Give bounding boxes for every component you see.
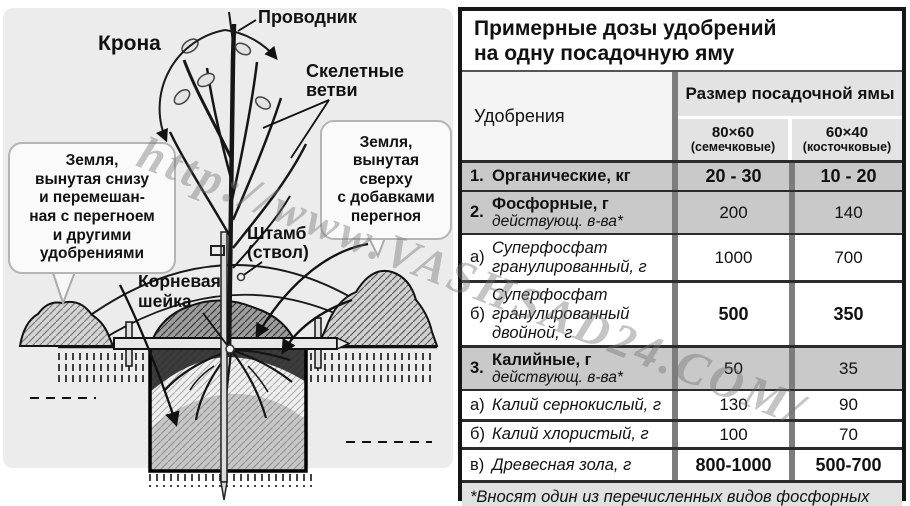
row-label: Фосфорные, г xyxy=(492,194,609,213)
value-60x40: 10 - 20 xyxy=(789,163,902,191)
crown-label: Крона xyxy=(98,32,161,55)
leader-label: Проводник xyxy=(258,7,357,27)
pit-size-b: 60×40 xyxy=(825,123,869,141)
column-header-80x60: 80×60 (семечковые) xyxy=(678,119,788,161)
label-leader-lines xyxy=(202,19,330,346)
root-collar-dot xyxy=(225,344,235,354)
value-80x60: 1000 xyxy=(672,235,789,281)
row-prefix: 1. xyxy=(470,167,484,186)
table-row-wood-ash: в) Древесная зола, г 800-1000 500-700 xyxy=(462,447,902,481)
table-row-potassium-chloride: б) Калий хлористый, г 100 70 xyxy=(462,419,902,448)
value-60x40: 700 xyxy=(789,235,902,281)
value-80x60: 20 - 30 xyxy=(672,163,789,191)
row-prefix: а) xyxy=(470,248,485,267)
trunk-label: Штамб (ствол) xyxy=(247,223,309,262)
value-60x40: 70 xyxy=(789,422,902,448)
value-80x60: 500 xyxy=(672,283,789,346)
pit-kind-b: (косточковые) xyxy=(802,140,892,155)
right-soil-mound xyxy=(316,270,439,347)
value-60x40: 350 xyxy=(789,283,902,346)
table-row-organic: 1. Органические, кг 20 - 30 10 - 20 xyxy=(462,160,902,191)
table-row-potassium-sulfate: а) Калий сернокислый, г 130 90 xyxy=(462,389,902,420)
pit-size-subheaders: 80×60 (семечковые) 60×40 (косточковые) xyxy=(678,119,902,161)
planting-diagram-drawing xyxy=(18,11,439,501)
value-80x60: 130 xyxy=(672,391,789,420)
crown-arc xyxy=(155,29,278,143)
row-label: Суперфосфат гранулированный двойной, г xyxy=(492,286,630,342)
row-prefix: 2. xyxy=(470,203,484,222)
row-label: Древесная зола, г xyxy=(492,455,632,474)
trunk-marker-dot xyxy=(236,272,246,282)
value-60x40: 140 xyxy=(789,192,902,234)
value-60x40: 35 xyxy=(789,348,902,390)
root-collar-label: Корневая шейка xyxy=(138,271,221,312)
planting-pit xyxy=(148,347,308,473)
row-prefix: в) xyxy=(470,455,485,474)
table-header: Удобрения Размер посадочной ямы 80×60 (с… xyxy=(462,70,902,161)
row-prefix: б) xyxy=(470,304,485,323)
column-header-pit-size: Размер посадочной ямы xyxy=(678,72,902,117)
row-label: Калий хлористый, г xyxy=(492,425,649,444)
pit-size-header-group: Размер посадочной ямы 80×60 (семечковые)… xyxy=(672,72,902,161)
fertilizer-table-panel: Примерные дозы удобрений на одну посадоч… xyxy=(458,7,906,506)
support-stake xyxy=(210,231,228,501)
row-label: Калийные, г xyxy=(492,350,592,369)
table-row-superphosphate: а) Суперфосфат гранулированный, г 1000 70… xyxy=(462,233,902,281)
value-60x40: 500-700 xyxy=(789,450,902,481)
soil-arrows xyxy=(118,242,369,427)
row-prefix: 3. xyxy=(470,359,484,378)
skeletal-branches-label: Скелетные ветви xyxy=(306,61,405,101)
pit-size-a: 80×60 xyxy=(711,123,755,141)
value-80x60: 200 xyxy=(672,192,789,234)
row-label: Суперфосфат гранулированный, г xyxy=(492,239,647,276)
row-prefix: б) xyxy=(470,425,485,444)
table-row-double-superphosphate: б) Суперфосфат гранулированный двойной, г… xyxy=(462,280,902,346)
row-prefix: а) xyxy=(470,395,485,414)
soil-from-below-bubble: Земля, вынутая снизу и перемешан- ная с … xyxy=(8,142,176,274)
row-label: Калий сернокислый, г xyxy=(492,395,661,414)
column-header-fertilizers: Удобрения xyxy=(462,72,672,161)
value-80x60: 100 xyxy=(672,422,789,448)
value-80x60: 50 xyxy=(672,348,789,390)
row-sublabel: действующ. в-ва* xyxy=(492,213,623,231)
column-header-60x40: 60×40 (косточковые) xyxy=(792,119,902,161)
pit-kind-a: (семечковые) xyxy=(690,140,776,155)
soil-from-top-bubble: Земля, вынутая сверху с добавками перегн… xyxy=(320,120,452,240)
left-soil-mound xyxy=(18,300,115,347)
table-title: Примерные дозы удобрений на одну посадоч… xyxy=(474,17,777,66)
table-footnote: *Вносят один из перечисленных видов фосф… xyxy=(462,480,902,506)
row-label: Органические, кг xyxy=(492,167,631,186)
value-60x40: 90 xyxy=(789,391,902,420)
value-80x60: 800-1000 xyxy=(672,450,789,481)
row-sublabel: действующ. в-ва* xyxy=(492,369,623,387)
